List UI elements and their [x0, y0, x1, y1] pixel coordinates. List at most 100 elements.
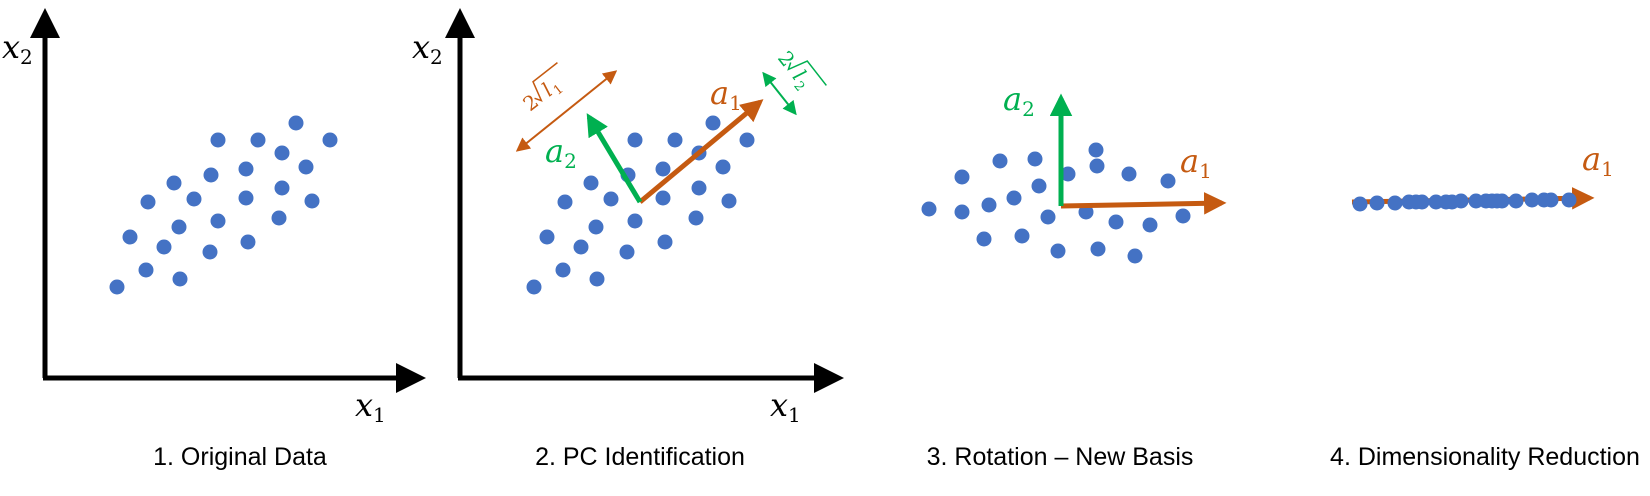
- data-point: [210, 213, 226, 229]
- data-point: [627, 132, 643, 148]
- data-point: [1453, 193, 1469, 209]
- data-point: [138, 262, 154, 278]
- data-point: [526, 279, 542, 295]
- data-point: [555, 262, 571, 278]
- y-axis-label: x2: [2, 28, 33, 69]
- panel-dimensionality-reduction: a1 4. Dimensionality Reduction: [1330, 140, 1640, 471]
- data-point: [739, 132, 755, 148]
- data-point: [655, 190, 671, 206]
- data-point: [322, 132, 338, 148]
- data-point: [1142, 217, 1158, 233]
- data-point: [667, 132, 683, 148]
- data-point: [1160, 173, 1176, 189]
- data-point: [1352, 196, 1368, 212]
- data-point: [156, 239, 172, 255]
- length-label-pc2: 2 l 2: [773, 46, 827, 95]
- data-point: [954, 204, 970, 220]
- pc2-vector: [586, 113, 643, 204]
- data-point: [140, 194, 156, 210]
- data-point: [274, 180, 290, 196]
- data-point: [1387, 195, 1403, 211]
- data-point: [588, 219, 604, 235]
- data-point: [172, 271, 188, 287]
- data-point: [202, 244, 218, 260]
- x-axis-label: x1: [355, 386, 386, 427]
- data-point: [298, 159, 314, 175]
- data-point: [976, 231, 992, 247]
- svg-text:2: 2: [518, 89, 543, 116]
- data-point: [954, 169, 970, 185]
- pc1-label: a1: [1582, 140, 1614, 181]
- data-point: [304, 193, 320, 209]
- length-indicator-pc1: [515, 70, 618, 152]
- data-point: [1369, 195, 1385, 211]
- data-points: [109, 115, 338, 295]
- pc1-label: a1: [710, 74, 742, 115]
- panel-original-data: x2 x1 1. Original Data: [2, 8, 426, 471]
- svg-text:2: 2: [773, 46, 800, 71]
- data-point: [627, 213, 643, 229]
- data-point: [1561, 192, 1577, 208]
- data-point: [274, 145, 290, 161]
- data-point: [657, 234, 673, 250]
- data-point: [250, 132, 266, 148]
- data-point: [589, 271, 605, 287]
- data-point: [1040, 209, 1056, 225]
- data-point: [619, 244, 635, 260]
- data-point: [1494, 193, 1510, 209]
- data-point: [1090, 241, 1106, 257]
- length-indicator-pc2: [762, 71, 797, 116]
- panel-caption: 3. Rotation – New Basis: [927, 443, 1194, 471]
- data-point: [203, 167, 219, 183]
- data-point: [583, 175, 599, 191]
- x-axis-label: x1: [770, 386, 801, 427]
- data-points: [526, 115, 755, 295]
- data-point: [688, 210, 704, 226]
- pc1-vector: [1060, 192, 1227, 215]
- data-point: [186, 191, 202, 207]
- data-point: [705, 115, 721, 131]
- data-point: [1031, 178, 1047, 194]
- pc2-label: a2: [545, 132, 577, 173]
- data-point: [171, 219, 187, 235]
- pc2-label: a2: [1003, 80, 1035, 121]
- data-point: [992, 153, 1008, 169]
- data-point: [655, 161, 671, 177]
- data-point: [288, 115, 304, 131]
- data-point: [1027, 151, 1043, 167]
- data-point: [1414, 194, 1430, 210]
- data-point: [1121, 166, 1137, 182]
- data-point: [1508, 193, 1524, 209]
- panel-caption: 4. Dimensionality Reduction: [1330, 443, 1640, 471]
- data-point: [1050, 243, 1066, 259]
- data-point: [1089, 158, 1105, 174]
- data-point: [238, 190, 254, 206]
- data-point: [1127, 248, 1143, 264]
- panel-caption: 1. Original Data: [153, 443, 327, 471]
- data-point: [122, 229, 138, 245]
- pc1-label: a1: [1180, 142, 1212, 183]
- panel-rotation-new-basis: a1 a2 3. Rotation – New Basis: [921, 80, 1227, 471]
- data-point: [981, 197, 997, 213]
- data-point: [557, 194, 573, 210]
- data-point: [1006, 190, 1022, 206]
- data-point: [109, 279, 125, 295]
- data-point: [1543, 192, 1559, 208]
- data-point: [271, 210, 287, 226]
- data-point: [691, 180, 707, 196]
- data-points: [1352, 192, 1577, 212]
- data-point: [240, 234, 256, 250]
- data-point: [573, 239, 589, 255]
- data-point: [210, 132, 226, 148]
- data-point: [1088, 142, 1104, 158]
- data-point: [1060, 166, 1076, 182]
- pc1-vector: [638, 99, 764, 204]
- data-point: [921, 201, 937, 217]
- data-point: [1524, 192, 1540, 208]
- data-point: [1014, 228, 1030, 244]
- data-point: [238, 161, 254, 177]
- data-point: [166, 175, 182, 191]
- data-point: [1175, 208, 1191, 224]
- data-point: [603, 191, 619, 207]
